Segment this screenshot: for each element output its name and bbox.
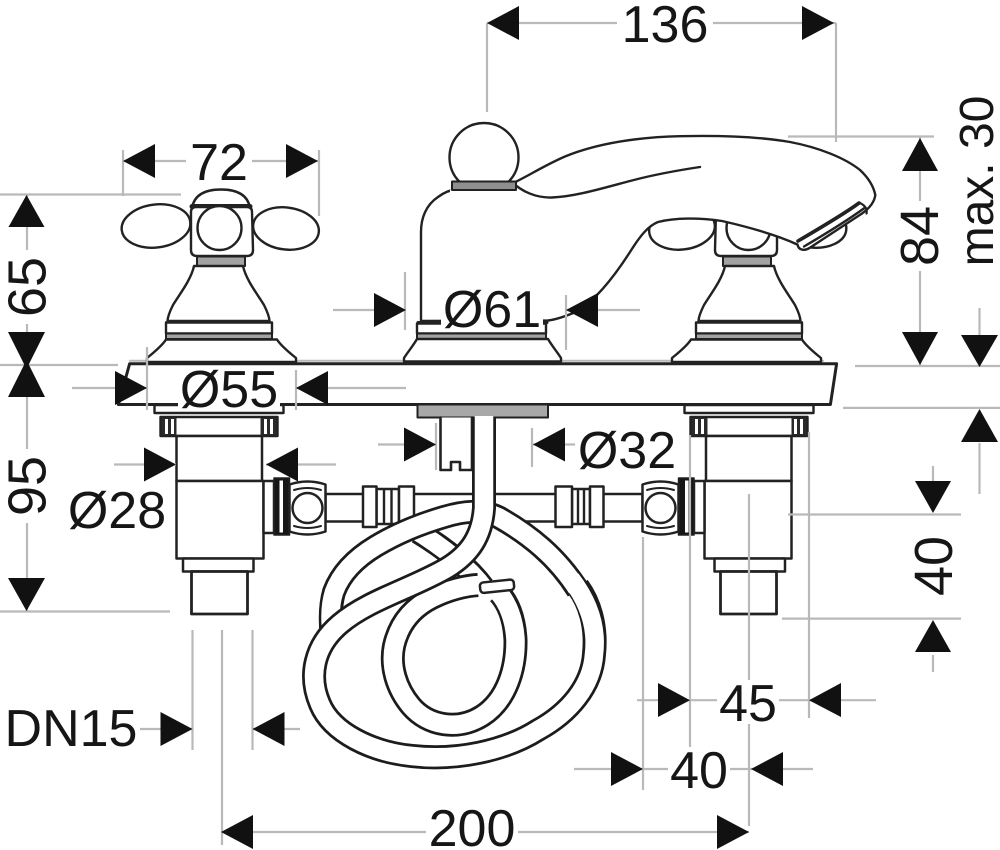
svg-text:Ø61: Ø61 — [443, 281, 541, 339]
svg-text:45: 45 — [719, 675, 777, 733]
svg-text:72: 72 — [190, 134, 248, 192]
svg-text:40: 40 — [904, 536, 964, 596]
svg-text:95: 95 — [0, 456, 58, 516]
svg-text:200: 200 — [429, 800, 516, 850]
svg-text:max. 30: max. 30 — [951, 96, 1000, 267]
svg-text:40: 40 — [670, 742, 728, 800]
svg-text:Ø28: Ø28 — [68, 482, 166, 540]
svg-text:DN15: DN15 — [5, 700, 138, 758]
svg-text:136: 136 — [622, 0, 709, 54]
svg-text:Ø32: Ø32 — [578, 422, 676, 480]
svg-text:84: 84 — [890, 206, 950, 266]
svg-text:Ø55: Ø55 — [180, 361, 278, 419]
svg-text:65: 65 — [0, 257, 58, 317]
